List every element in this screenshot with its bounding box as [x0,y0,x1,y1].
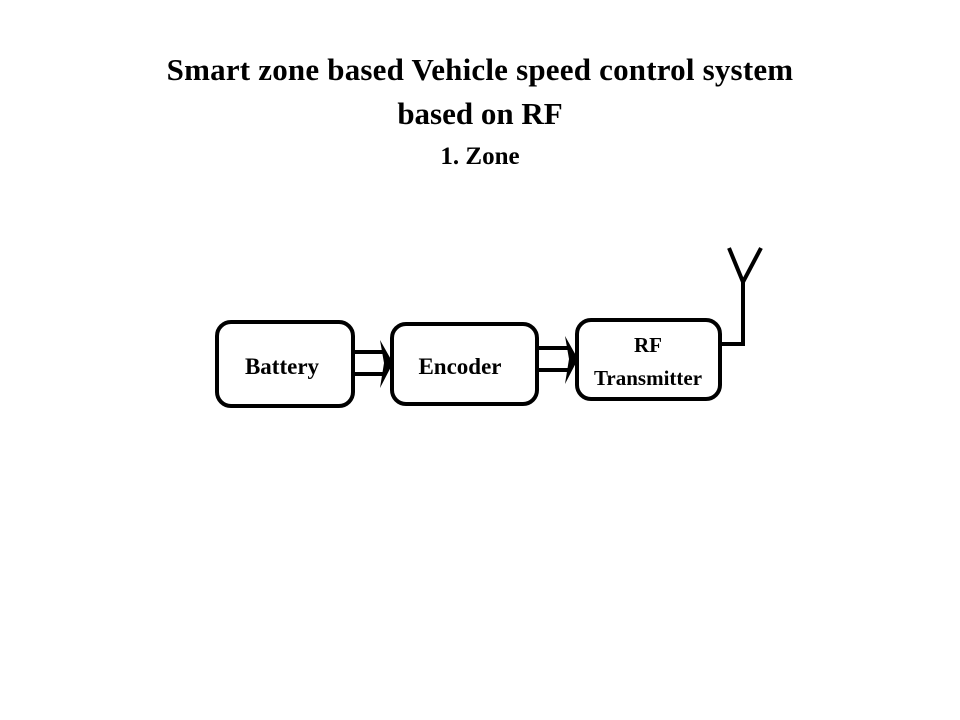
encoder-label: Encoder [418,354,501,379]
diagram-subtitle: 1. Zone [440,143,520,170]
antenna-icon [720,247,763,346]
encoder-box [390,322,539,406]
encoder-block: Encoder [390,322,539,406]
battery-box [215,320,355,408]
diagram-title: Smart zone based Vehicle speed control s… [166,52,794,87]
battery-block: Battery [215,320,355,408]
antenna-feed-line [720,281,745,346]
antenna-element [727,247,763,287]
rf-transmitter-label-line1: RF [634,333,662,357]
battery-label: Battery [245,354,320,379]
arrow-encoder-to-rf [537,336,578,384]
rf-transmitter-block: RF Transmitter [575,318,722,401]
arrowhead [380,340,393,388]
rf-transmitter-label-line2: Transmitter [594,366,702,390]
arrow-battery-to-encoder [353,340,393,388]
diagram-title-line2: based on RF [397,96,563,131]
rf-transmitter-box [575,318,722,401]
arrowhead [565,336,578,384]
